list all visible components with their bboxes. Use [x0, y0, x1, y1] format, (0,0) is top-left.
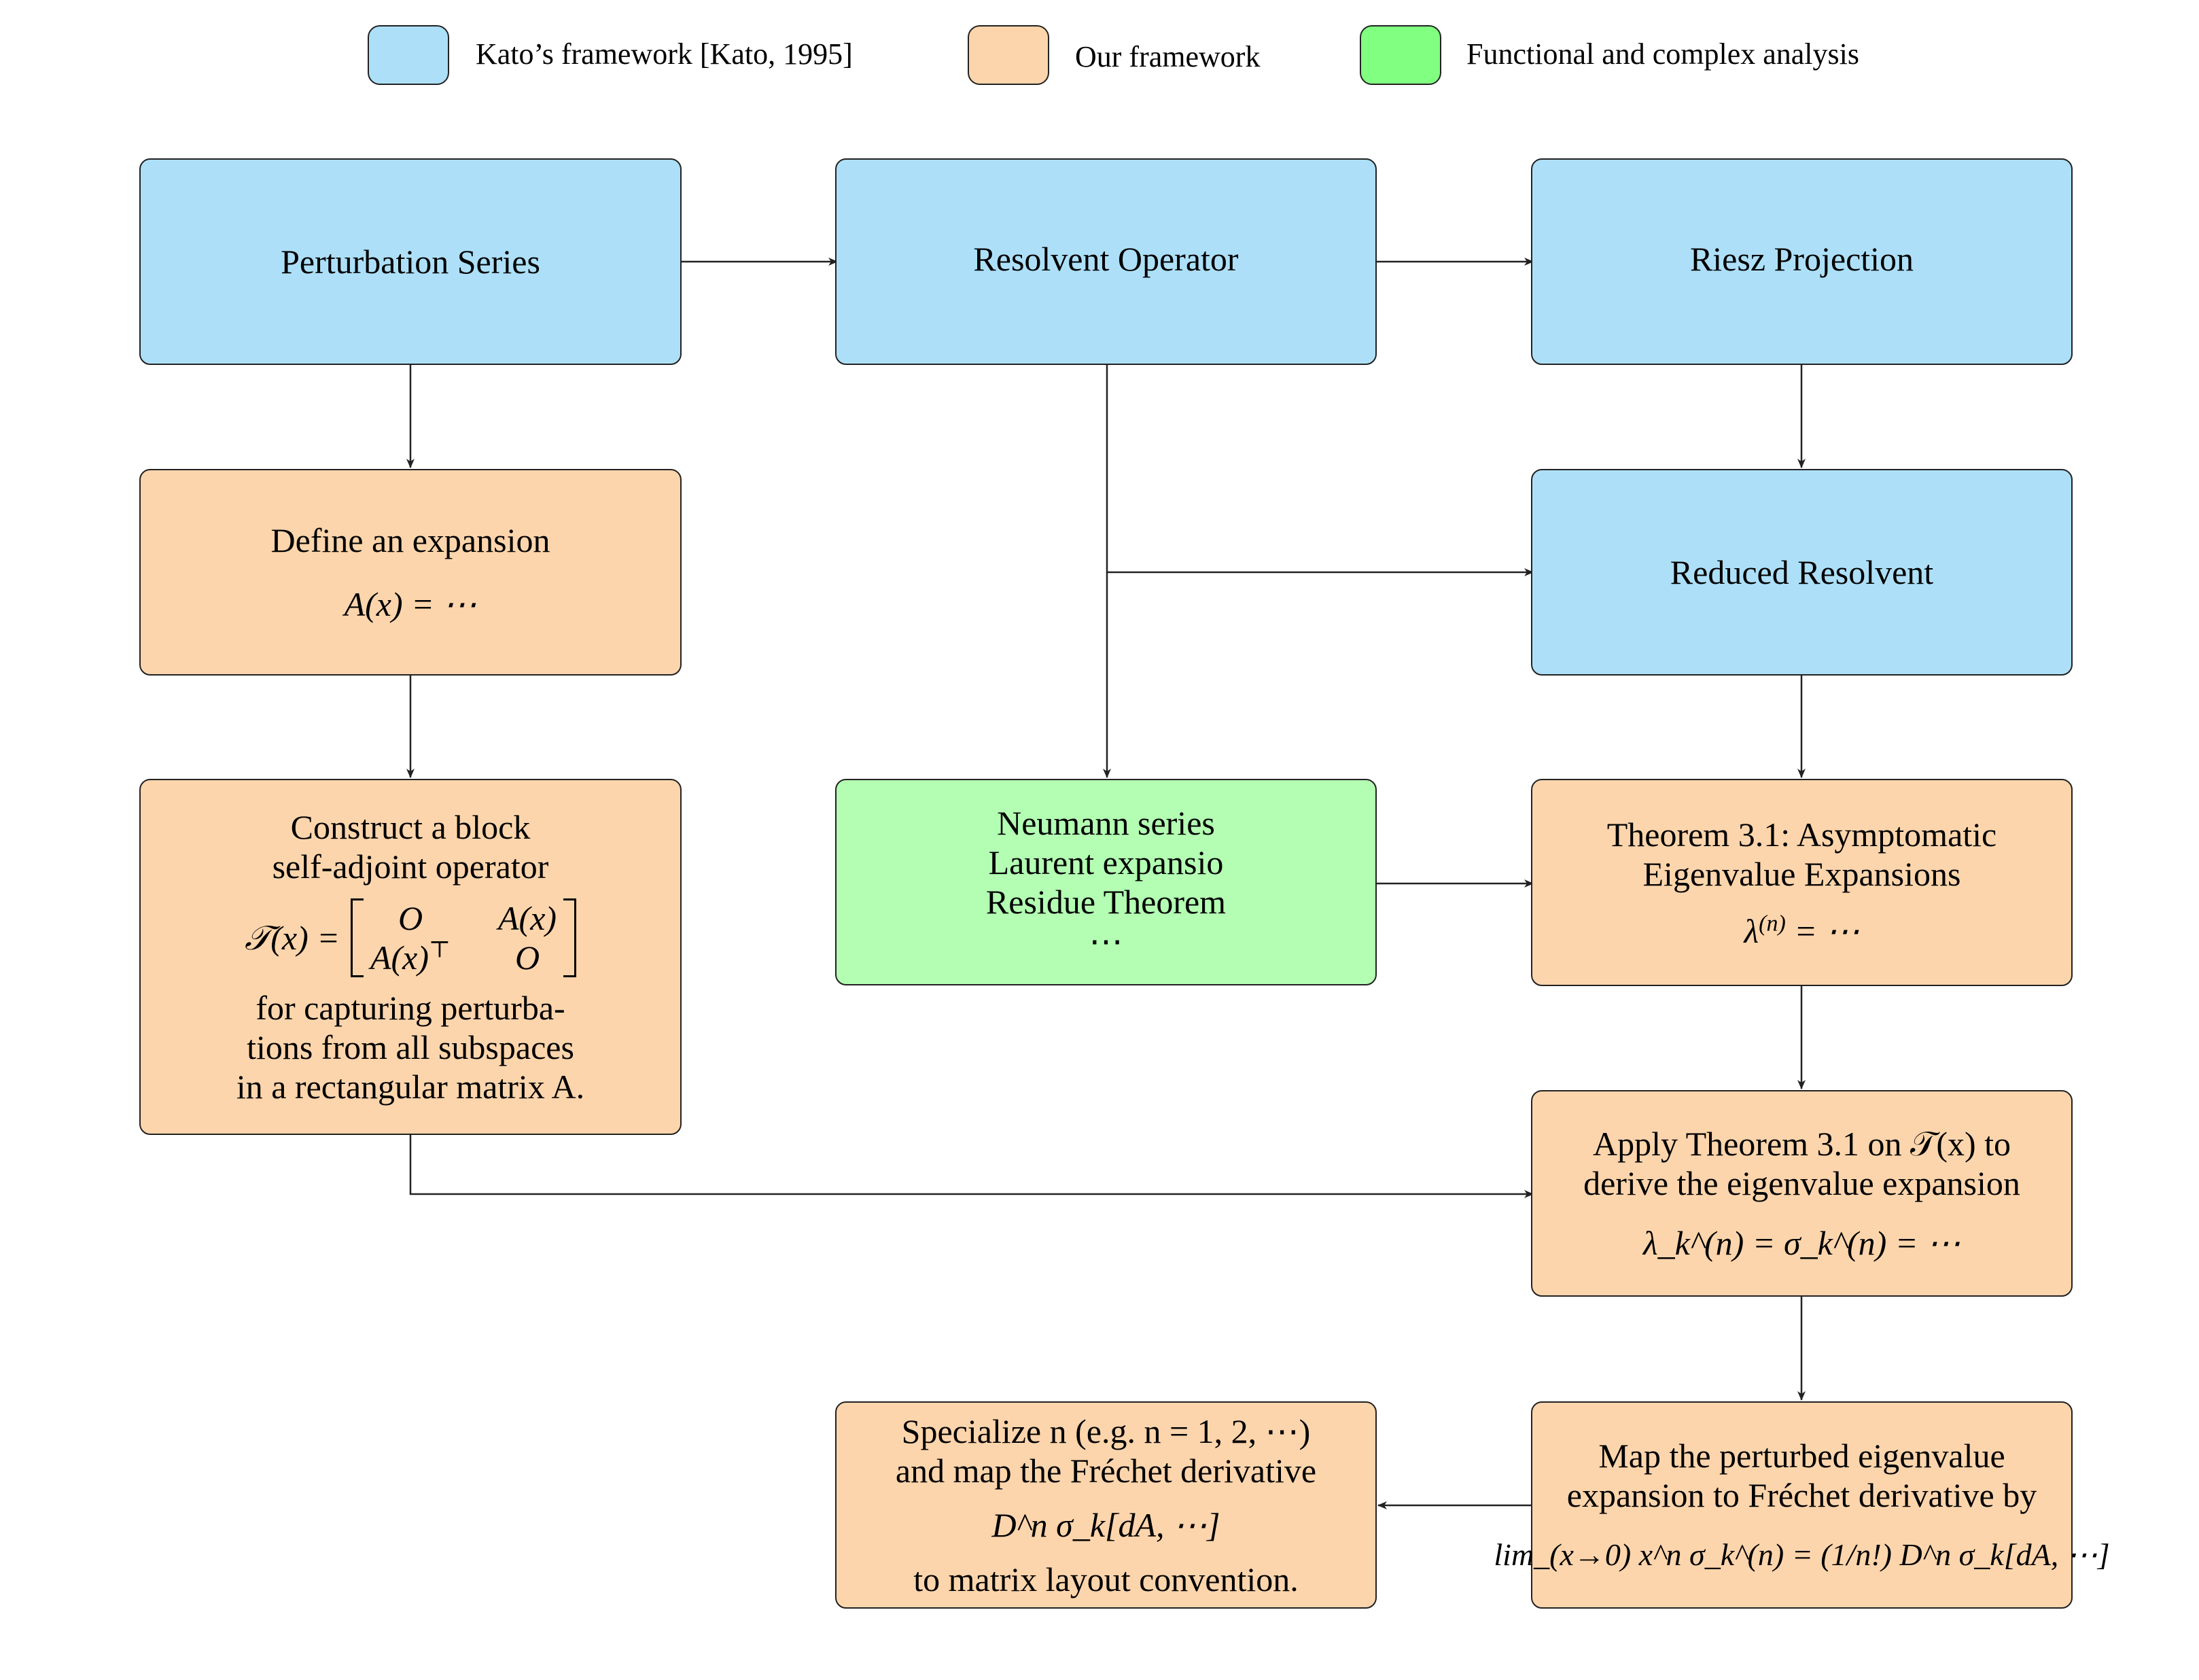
right-bracket — [563, 898, 577, 977]
node-label: Perturbation Series — [281, 243, 540, 281]
node-label: Riesz Projection — [1689, 240, 1914, 278]
node-construct-operator: Construct a block self-adjoint operator … — [139, 779, 682, 1135]
construct-line-5: in a rectangular matrix A. — [236, 1068, 585, 1106]
theorem-formula-sup: (n) — [1759, 910, 1786, 936]
specialize-line-2: and map the Fréchet derivative — [895, 1451, 1317, 1490]
theorem-formula-base: λ — [1744, 911, 1759, 950]
map-line-2: expansion to Fréchet derivative by — [1566, 1475, 2037, 1514]
legend-label-kato: Kato’s framework [Kato, 1995] — [476, 37, 853, 71]
neumann-line-1: Neumann series — [997, 804, 1215, 842]
apply-line-2: derive the eigenvalue expansion — [1583, 1164, 2020, 1202]
legend-label-ours: Our framework — [1075, 40, 1261, 73]
arrow-construct-to-apply — [409, 1135, 1534, 1198]
transpose-mark: ⊤ — [429, 937, 451, 963]
node-label: Reduced Resolvent — [1670, 553, 1934, 591]
node-resolvent-operator: Resolvent Operator — [835, 158, 1377, 365]
node-define-expansion: Define an expansion A(x) = ⋯ — [139, 469, 682, 676]
theorem-formula-rest: = ⋯ — [1785, 911, 1860, 950]
neumann-line-3: Residue Theorem — [985, 883, 1227, 921]
neumann-line-2: Laurent expansio — [988, 843, 1224, 881]
specialize-line-1: Specialize n (e.g. n = 1, 2, ⋯) — [901, 1412, 1311, 1450]
apply-line-1: Apply Theorem 3.1 on 𝒯(x) to — [1592, 1125, 2011, 1163]
expansion-formula: A(x) = ⋯ — [344, 585, 477, 623]
apply-formula: λ_k^(n) = σ_k^(n) = ⋯ — [1643, 1224, 1960, 1262]
legend-swatch-kato — [368, 25, 449, 85]
left-bracket — [350, 898, 364, 977]
theorem-line-2: Eigenvalue Expansions — [1642, 854, 1961, 893]
matrix-lhs: 𝒯(x) = — [244, 919, 340, 957]
matrix-entry-21-base: A(x) — [370, 939, 429, 977]
construct-line-1: Construct a block — [290, 808, 531, 846]
matrix-entry-12: A(x) — [498, 899, 557, 937]
specialize-line-3: to matrix layout convention. — [913, 1560, 1299, 1598]
construct-line-4: tions from all subspaces — [247, 1028, 574, 1066]
node-theorem-3-1: Theorem 3.1: Asymptomatic Eigenvalue Exp… — [1531, 779, 2073, 986]
node-label: Resolvent Operator — [973, 240, 1239, 278]
matrix-entry-21: A(x)⊤ — [370, 938, 451, 977]
node-neumann-laurent-residue: Neumann series Laurent expansio Residue … — [835, 779, 1377, 985]
matrix-entry-22: O — [514, 939, 540, 977]
node-apply-theorem: Apply Theorem 3.1 on 𝒯(x) to derive the … — [1531, 1090, 2073, 1297]
theorem-line-1: Theorem 3.1: Asymptomatic — [1606, 815, 1997, 854]
map-line-1: Map the perturbed eigenvalue — [1598, 1436, 2005, 1475]
block-operator-matrix: 𝒯(x) = O A(x) A(x)⊤ O — [244, 898, 577, 977]
neumann-line-4: ⋯ — [1089, 922, 1123, 960]
node-label: Define an expansion — [270, 521, 550, 559]
legend-swatch-analysis — [1360, 25, 1441, 85]
matrix-entry-11: O — [398, 899, 423, 937]
arrow-resolvent-to-reduced — [1106, 365, 1534, 576]
legend-label-analysis: Functional and complex analysis — [1466, 37, 1859, 71]
node-map-frechet: Map the perturbed eigenvalue expansion t… — [1494, 1401, 2110, 1609]
construct-line-2: self-adjoint operator — [272, 847, 549, 886]
legend-swatch-ours — [968, 25, 1049, 85]
node-specialize-n: Specialize n (e.g. n = 1, 2, ⋯) and map … — [835, 1401, 1377, 1609]
node-reduced-resolvent: Reduced Resolvent — [1531, 469, 2073, 676]
node-riesz-projection: Riesz Projection — [1531, 158, 2073, 365]
construct-line-3: for capturing perturba- — [256, 989, 565, 1027]
theorem-formula: λ(n) = ⋯ — [1744, 911, 1859, 951]
map-formula: lim_(x→0) x^n σ_k^(n) = (1/n!) D^n σ_k[d… — [1494, 1537, 2110, 1572]
node-perturbation-series: Perturbation Series — [139, 158, 682, 365]
specialize-formula: D^n σ_k[dA, ⋯] — [991, 1505, 1220, 1544]
